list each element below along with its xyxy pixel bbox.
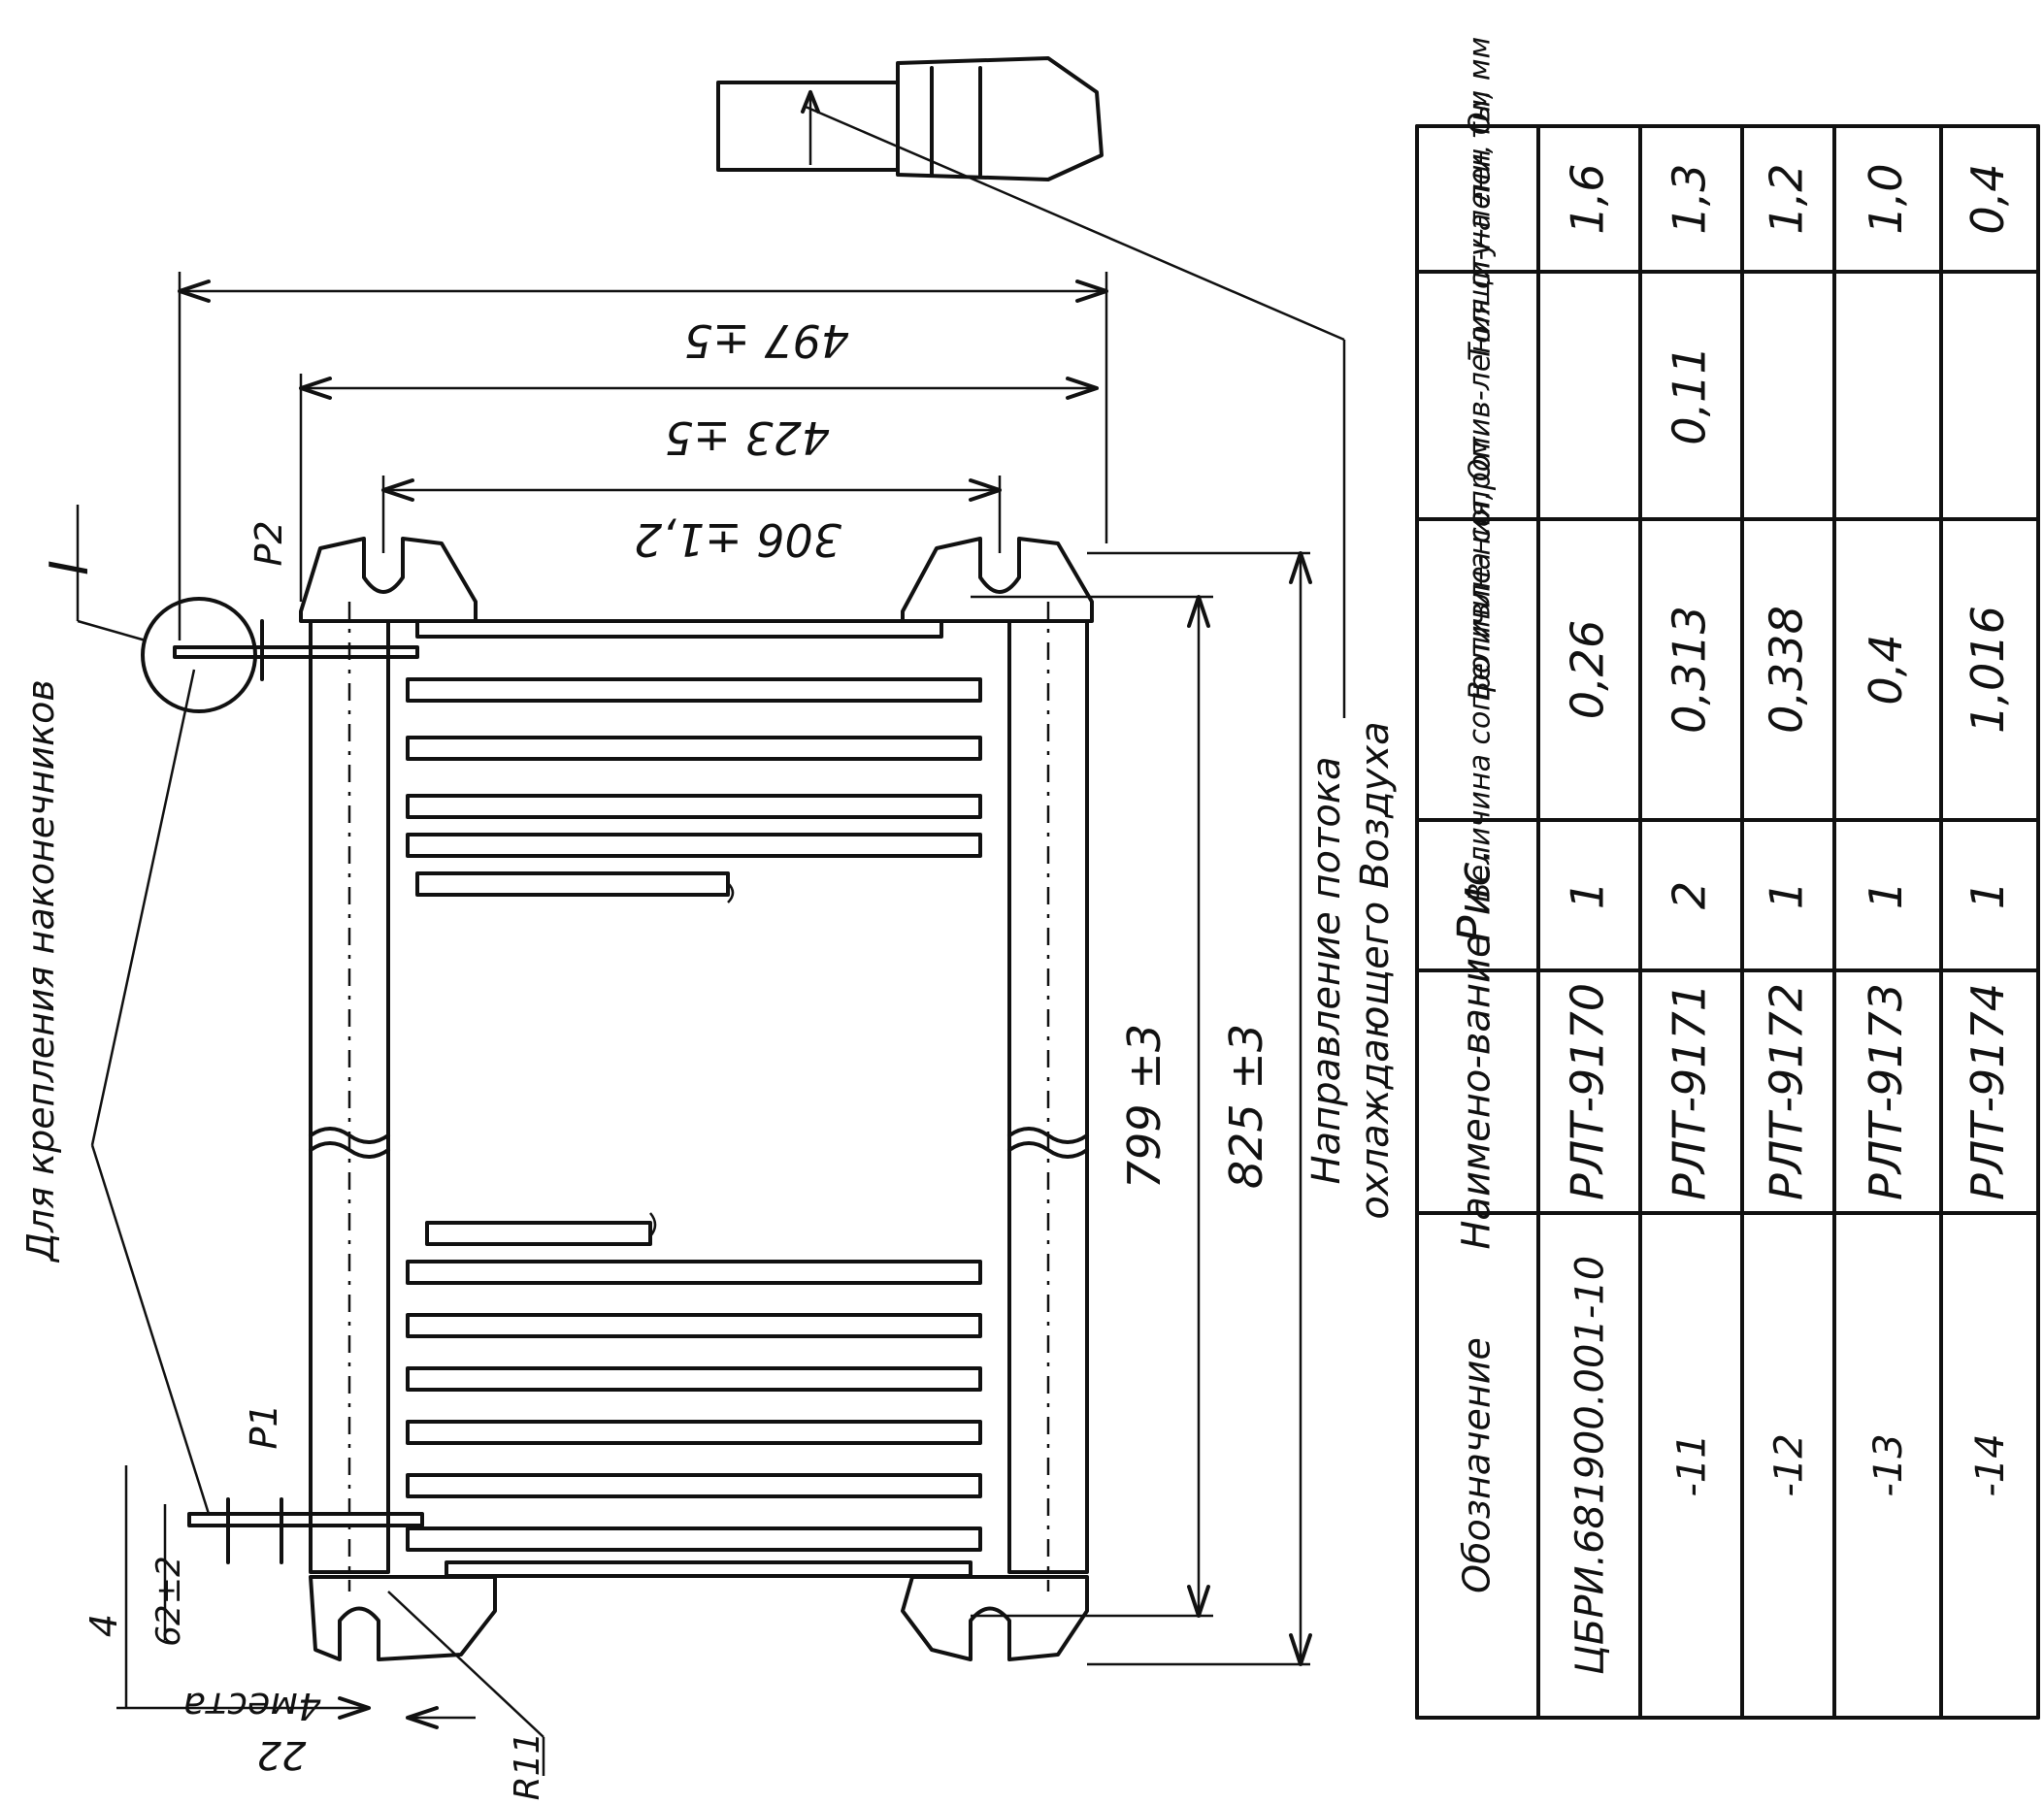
note-mounting: Для крепления наконечников <box>19 679 62 1264</box>
label-p1: P1 <box>243 1403 285 1449</box>
table-cell: 1 <box>1562 881 1614 909</box>
table-cell: 0,4 <box>1962 163 2014 234</box>
table-cell: 1,3 <box>1664 163 1716 234</box>
table-cell: -14 <box>1968 1433 2013 1496</box>
terminal-p1-bar <box>187 1512 424 1527</box>
table-cell: 1,6 <box>1562 163 1614 234</box>
table-cell: 0,26 <box>1562 620 1614 719</box>
top-right-bracket <box>901 537 1094 623</box>
table-header-cell: Величина сопротивле-ния, Ом <box>1464 437 1498 902</box>
dim-thickness: 4 <box>82 1614 125 1637</box>
ribbon-lower-group <box>406 1212 982 1578</box>
detail-view-i <box>716 56 1104 181</box>
drawing-annotations: 497 ±5 423 ±5 306 ±1,2 799 ±3 825 ±3 P2 … <box>19 314 1398 1800</box>
table-cell: 1,0 <box>1860 163 1912 234</box>
view-i-circle <box>141 597 257 713</box>
table-cell: 0,11 <box>1664 345 1716 444</box>
dim-825: 825 ±3 <box>1220 1024 1272 1189</box>
table-cell: РЛТ-9170 <box>1562 983 1614 1200</box>
resistor-assembly <box>76 56 1346 1776</box>
dim-edge-offset: 62±2 <box>149 1556 188 1646</box>
dim-overall-length: 497 ±5 <box>684 314 849 367</box>
dim-slot-width: 22 <box>257 1732 307 1777</box>
top-left-bracket <box>299 537 478 623</box>
dim-radius: R11 <box>508 1732 547 1801</box>
table-cell: 0,4 <box>1860 634 1912 705</box>
dim-799: 799 ±3 <box>1118 1024 1170 1189</box>
terminal-p2-bar <box>173 645 419 659</box>
table-cell: 1 <box>1860 881 1912 909</box>
table-cell: 0,338 <box>1761 606 1813 734</box>
table-cell: РЛТ-9174 <box>1962 983 2014 1200</box>
table-header-cell: Обозначение <box>1456 1337 1499 1593</box>
label-p2: P2 <box>247 520 290 566</box>
table-cell: РЛТ-9171 <box>1664 983 1716 1200</box>
ribbon-upper-group <box>406 619 982 903</box>
table-header-cell: Наимено-вание <box>1455 934 1500 1249</box>
dim-inner-length: 423 ±5 <box>665 411 830 464</box>
dim-hole-spacing: 306 ±1,2 <box>634 513 841 566</box>
table-cell: 1,2 <box>1761 163 1813 234</box>
flow-note-line2: охлаждающего Воздуха <box>1353 721 1398 1219</box>
table-header-cell: Величина сопротив-ления сту-пени, Ом <box>1464 90 1498 701</box>
table-cell: 1,016 <box>1962 606 2014 734</box>
table-cell: 0,313 <box>1664 606 1716 734</box>
bottom-right-bracket <box>901 1575 1089 1661</box>
table-cell: РЛТ-9173 <box>1860 983 1912 1200</box>
table-header-cell: Рис. <box>1448 848 1500 943</box>
table-cell: 1 <box>1761 881 1813 909</box>
table-header-cell: Толщи-на лен ты, мм <box>1464 37 1498 361</box>
flow-note-line1: Направление потока <box>1304 757 1349 1185</box>
table-cell: -11 <box>1670 1433 1715 1496</box>
table-cell: -12 <box>1767 1433 1812 1496</box>
dim-slot-count: 4места <box>183 1685 322 1727</box>
table-cell: РЛТ-9172 <box>1761 983 1813 1200</box>
table-cell: ЦБРИ.681900.001-10 <box>1568 1256 1613 1675</box>
table-cell: -13 <box>1866 1433 1911 1496</box>
bottom-left-bracket <box>309 1575 497 1661</box>
label-view-i: I <box>39 560 100 575</box>
table-cell: 1 <box>1962 881 2014 909</box>
table-cell: 2 <box>1664 881 1716 909</box>
